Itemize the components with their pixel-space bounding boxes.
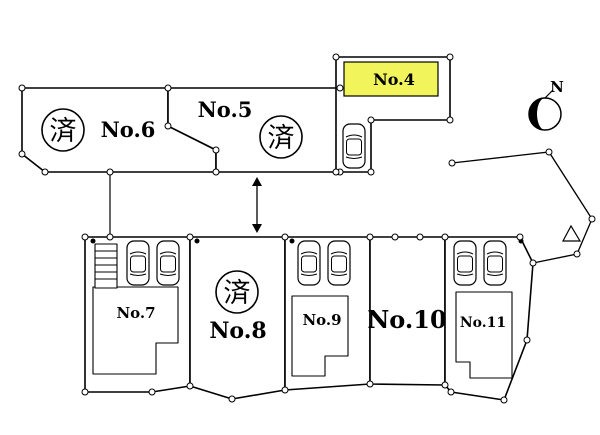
lot-no11-label: No.11	[460, 315, 506, 331]
sold-stamp-no6: 済	[41, 108, 85, 152]
svg-text:済: 済	[224, 278, 251, 309]
stairs-icon	[94, 243, 118, 289]
double-arrow	[252, 177, 262, 233]
lot-no9-label: No.9	[302, 311, 341, 329]
building-footprint-no9	[291, 295, 349, 377]
lot-no4-label: No.4	[373, 70, 415, 89]
survey-triangle-icon	[562, 224, 582, 242]
lot-no8-boundary	[189, 236, 286, 400]
north-compass-icon: N	[528, 78, 564, 131]
building-footprint-no7	[92, 286, 179, 375]
car-icon	[327, 240, 351, 286]
car-icon	[297, 240, 321, 286]
svg-text:済: 済	[268, 123, 295, 154]
car-icon	[156, 240, 180, 286]
car-icon	[453, 240, 477, 286]
building-footprint-no11	[455, 291, 513, 379]
lot-no6-label: No.6	[101, 117, 156, 142]
vertex-markers	[18, 53, 596, 404]
lot-no4-highlight	[343, 61, 439, 97]
car-icon	[342, 123, 366, 169]
car-icon	[126, 240, 150, 286]
lot-no5-label: No.5	[198, 97, 253, 122]
svg-text:済: 済	[50, 116, 77, 147]
lot-no7-label: No.7	[116, 304, 155, 322]
sold-stamp-no8: 済	[215, 270, 259, 314]
lot-no8-label: No.8	[209, 318, 266, 344]
sold-stamp-no5: 済	[259, 115, 303, 159]
lot-no10-label: No.10	[367, 305, 446, 334]
car-icon	[483, 240, 507, 286]
svg-text:N: N	[550, 78, 564, 96]
